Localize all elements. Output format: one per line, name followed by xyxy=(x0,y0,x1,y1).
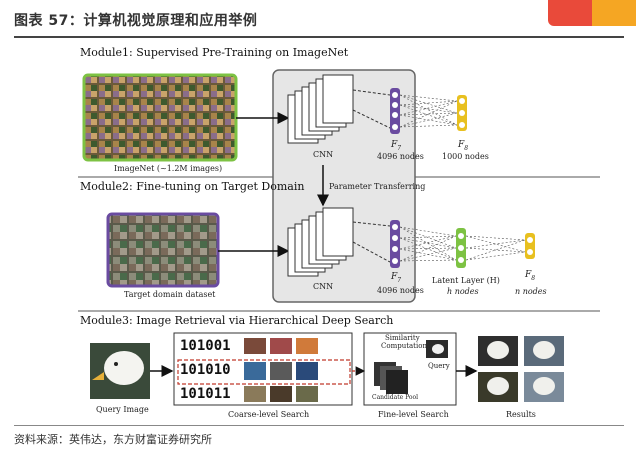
hash-code-3: 101011 xyxy=(180,386,231,402)
module2-title: Module2: Fine-tuning on Target Domain xyxy=(80,180,305,193)
imagenet-grid xyxy=(82,73,238,162)
figure-title: 图表 57：计算机视觉原理和应用举例 xyxy=(14,13,258,29)
computation-label: Computation xyxy=(381,342,427,350)
similarity-label: Similarity xyxy=(385,334,420,342)
query-image-label: Query Image xyxy=(96,405,149,414)
f8-label-bottom: F8 xyxy=(525,270,536,282)
source-note: 资料来源：英伟达，东方财富证券研究所 xyxy=(14,433,212,446)
title-divider xyxy=(14,36,624,38)
fine-search-box xyxy=(363,332,457,406)
f7-layer-top xyxy=(390,88,400,134)
fine-search-label: Fine-level Search xyxy=(378,410,449,419)
results-label: Results xyxy=(506,410,536,419)
candidate-pool-label: Candidate Pool xyxy=(372,394,419,401)
module3-title: Module3: Image Retrieval via Hierarchica… xyxy=(80,314,394,327)
nodes-4096-top: 4096 nodes xyxy=(377,152,424,161)
imagenet-label: ImageNet (~1.2M images) xyxy=(114,164,223,173)
coarse-search-box xyxy=(173,332,353,406)
f8-layer-bottom xyxy=(525,233,535,259)
f8-label-top: F8 xyxy=(458,140,469,152)
target-dataset-grid xyxy=(106,212,220,288)
nodes-4096-bottom: 4096 nodes xyxy=(377,286,424,295)
module1-title: Module1: Supervised Pre-Training on Imag… xyxy=(80,46,349,59)
coarse-search-label: Coarse-level Search xyxy=(228,410,310,419)
cnn-stack-bottom xyxy=(287,207,391,277)
results-grid xyxy=(478,336,564,402)
query-label: Query xyxy=(428,362,450,370)
cnn-stack-top xyxy=(287,74,391,144)
f8-layer-top xyxy=(457,95,467,131)
latent-layer xyxy=(456,228,466,268)
hash-code-1: 101001 xyxy=(180,338,231,354)
cnn-label-top: CNN xyxy=(313,150,334,159)
footer-divider xyxy=(14,425,624,426)
favorite-star-icon[interactable] xyxy=(592,0,636,26)
f7-label-bottom: F7 xyxy=(391,272,402,284)
f7-label-top: F7 xyxy=(391,140,402,152)
target-dataset-label: Target domain dataset xyxy=(124,290,216,299)
param-transfer-label: Parameter Transferring xyxy=(329,182,426,191)
nodes-1000: 1000 nodes xyxy=(442,152,489,161)
coarse-highlight xyxy=(177,359,351,385)
f7-layer-bottom xyxy=(390,220,400,268)
cnn-label-bottom: CNN xyxy=(313,282,334,291)
h-nodes-label: h nodes xyxy=(447,287,479,296)
weibo-icon[interactable] xyxy=(548,0,592,26)
hash-code-2: 101010 xyxy=(180,362,231,378)
latent-layer-label: Latent Layer (H) xyxy=(432,276,500,285)
n-nodes-label: n nodes xyxy=(515,287,547,296)
